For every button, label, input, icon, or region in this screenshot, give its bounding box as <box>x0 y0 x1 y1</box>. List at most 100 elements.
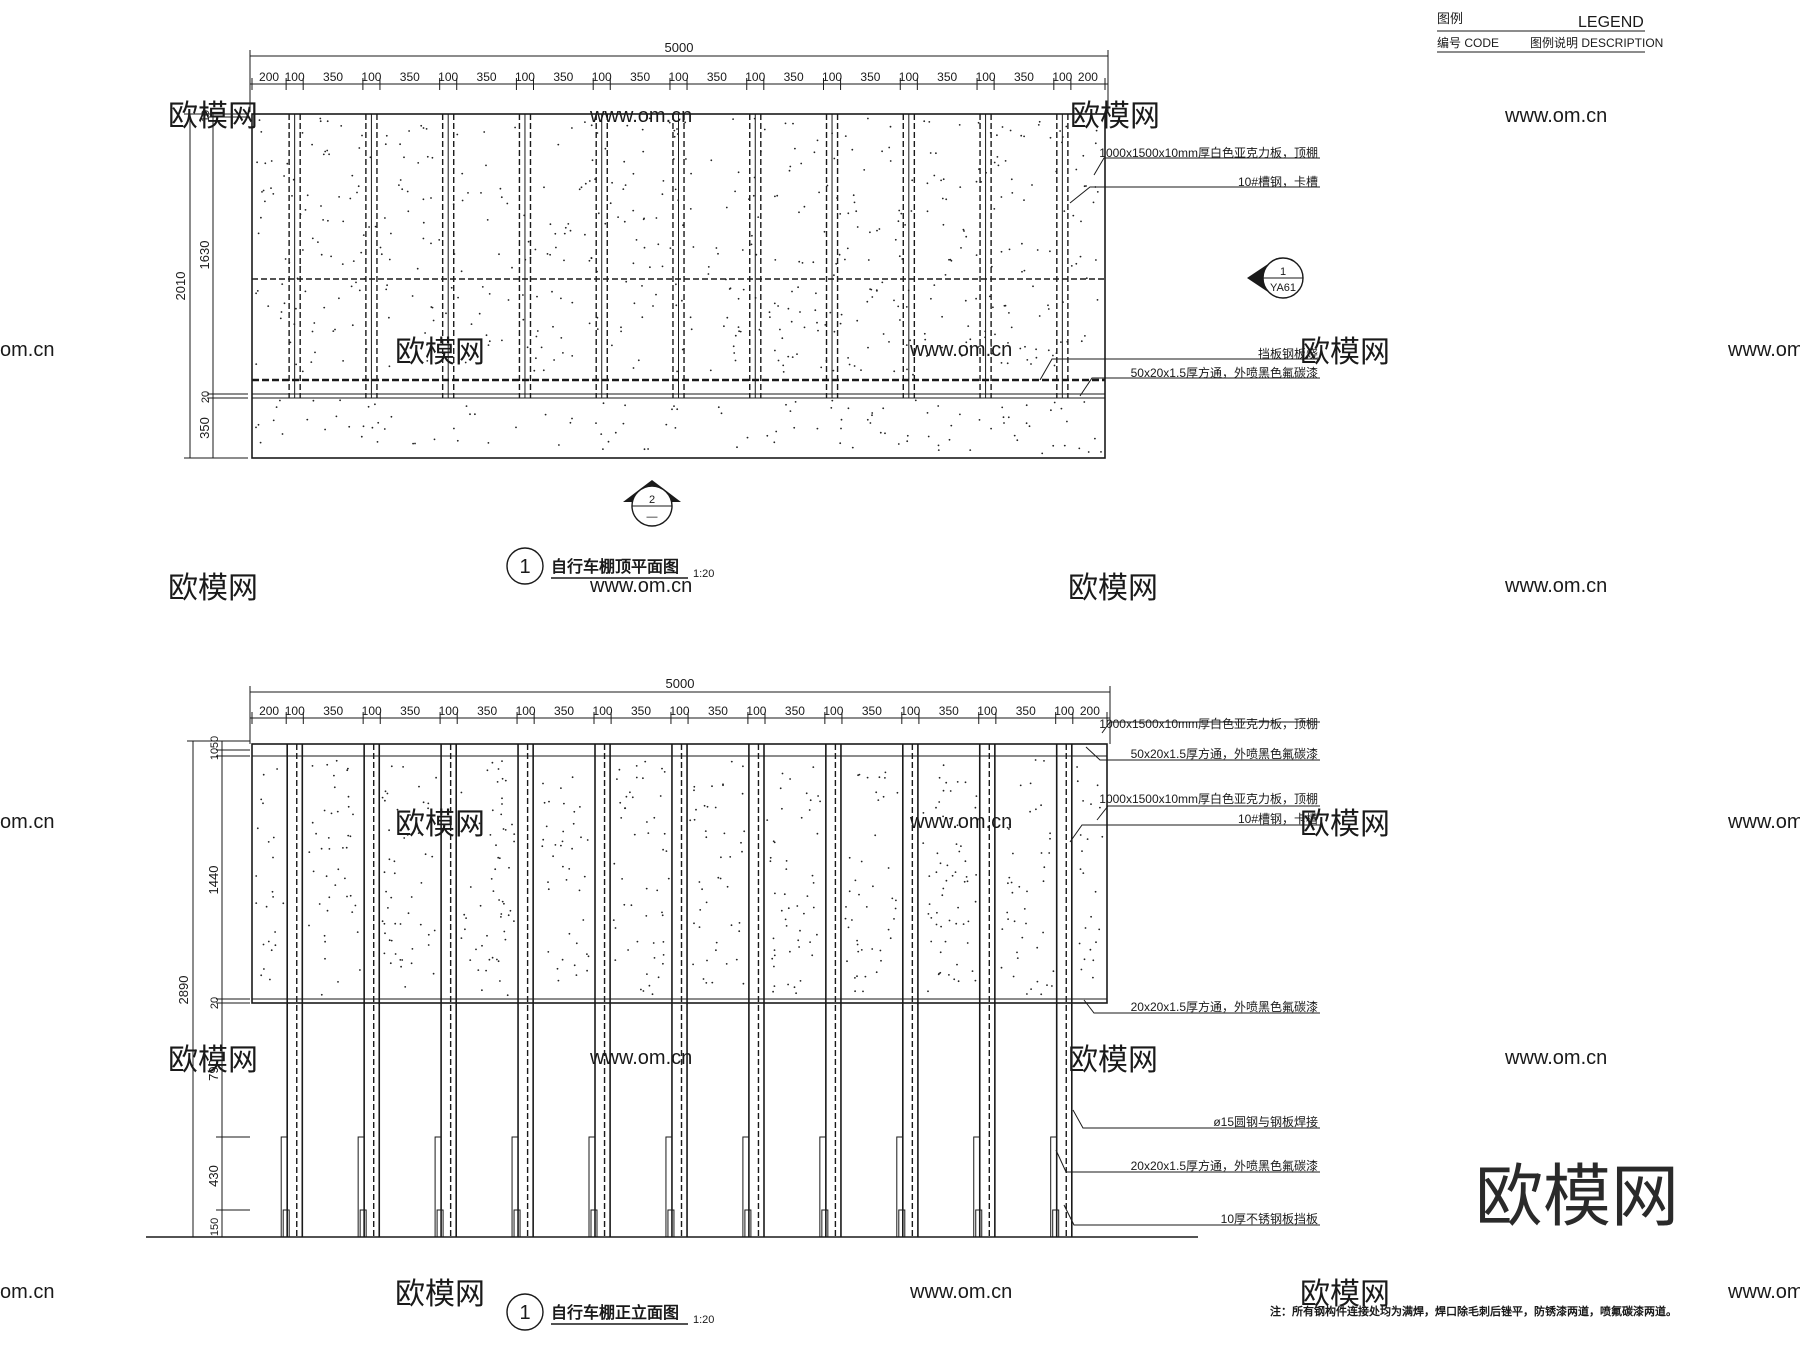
hatch-dot <box>787 307 790 310</box>
hatch-dot <box>707 273 710 275</box>
hatch-dot <box>368 226 370 228</box>
hatch-dot <box>871 948 874 950</box>
hatch-dot <box>1085 277 1088 280</box>
watermark-url: www.om <box>1727 339 1800 361</box>
segment-dim-label: 100 <box>746 704 766 718</box>
hatch-dot <box>1008 248 1011 251</box>
hatch-dot <box>779 787 782 790</box>
hatch-dot <box>1038 315 1041 317</box>
hatch-dot <box>637 359 640 362</box>
hatch-dot <box>320 847 323 850</box>
hatch-dot <box>498 253 500 256</box>
segment-dim-label: 100 <box>285 704 305 718</box>
hatch-dot <box>342 360 344 362</box>
hatch-dot <box>388 258 391 261</box>
hatch-dot <box>1036 980 1039 983</box>
hatch-dot <box>358 289 361 292</box>
hatch-dot <box>930 940 933 943</box>
hatch-dot <box>567 223 570 225</box>
elev-leader-3 <box>1096 805 1320 821</box>
hatch-dot <box>552 855 554 858</box>
hatch-dot <box>623 903 626 906</box>
hatch-dot <box>1060 341 1062 343</box>
hatch-dot <box>363 277 366 280</box>
hatch-dot <box>1001 126 1004 128</box>
hatch-dot <box>847 357 849 359</box>
hatch-dot <box>1079 255 1082 258</box>
hatch-dot <box>726 885 729 888</box>
hatch-dot <box>833 330 836 333</box>
hatch-dot <box>386 284 388 287</box>
hatch-dot <box>507 299 510 301</box>
hatch-dot <box>723 832 726 835</box>
hatch-dot <box>347 834 350 837</box>
hatch-dot <box>962 923 965 925</box>
hatch-dot <box>291 195 293 197</box>
watermark-url: www.om.cn <box>909 1281 1012 1303</box>
segment-dim-label: 100 <box>745 70 765 84</box>
hatch-dot <box>313 322 316 324</box>
hatch-dot <box>674 427 677 429</box>
hatch-dot <box>667 877 670 880</box>
baffle-plate <box>357 1136 365 1237</box>
hatch-dot <box>662 848 664 851</box>
hatch-dot <box>799 980 802 982</box>
hatch-dot <box>772 990 774 993</box>
hatch-dot <box>324 957 326 960</box>
hatch-dot <box>1053 364 1056 367</box>
title-number-circle <box>506 547 544 585</box>
segment-dim-label: 100 <box>439 704 459 718</box>
hatch-dot <box>941 346 943 349</box>
hatch-dot <box>1052 444 1055 447</box>
hatch-dot <box>381 796 384 799</box>
hatch-dot <box>486 769 489 772</box>
hatch-dot <box>542 369 545 372</box>
hatch-dot <box>424 332 426 334</box>
hatch-dot <box>1016 951 1018 954</box>
hatch-dot <box>1086 838 1089 840</box>
hatch-dot <box>1035 356 1038 359</box>
hatch-dot <box>1096 299 1099 301</box>
hatch-dot <box>408 130 410 132</box>
hatch-dot <box>809 799 812 802</box>
hatch-dot <box>1063 210 1066 213</box>
hatch-dot <box>985 171 987 174</box>
hatch-dot <box>1047 304 1049 307</box>
hatch-dot <box>933 174 936 177</box>
section-ref: — <box>647 511 658 523</box>
hatch-dot <box>811 874 814 877</box>
hatch-dot <box>1003 422 1005 424</box>
hatch-dot <box>620 326 622 329</box>
hatch-dot <box>488 340 491 343</box>
hatch-dot <box>860 860 863 863</box>
hatch-dot <box>635 239 638 241</box>
hatch-dot <box>502 828 505 830</box>
hatch-dot <box>938 776 941 779</box>
hatch-dot <box>773 985 776 987</box>
hatch-dot <box>801 262 804 264</box>
hatch-dot <box>642 218 645 221</box>
hatch-dot <box>675 304 678 307</box>
legend-code-label: 编号 CODE <box>1437 35 1499 50</box>
elev-vdim-430: 430 <box>206 1165 221 1187</box>
hatch-dot <box>596 132 599 134</box>
hatch-dot <box>1062 301 1064 303</box>
hatch-dot <box>646 973 648 975</box>
hatch-dot <box>880 959 882 962</box>
hatch-dot <box>632 262 635 265</box>
hatch-dot <box>330 812 333 815</box>
hatch-dot <box>777 305 779 307</box>
baffle-foot <box>359 1209 367 1238</box>
hatch-dot <box>452 203 455 206</box>
hatch-dot <box>1035 348 1037 351</box>
hatch-dot <box>794 401 797 403</box>
hatch-dot <box>975 874 977 876</box>
elev-note-acrylic-2: 1000x1500x10mm厚白色亚克力板，顶棚 <box>1099 791 1318 806</box>
hatch-dot <box>993 208 996 210</box>
hatch-dot <box>544 413 547 416</box>
hatch-dot <box>328 848 331 850</box>
baffle-foot <box>513 1209 521 1238</box>
